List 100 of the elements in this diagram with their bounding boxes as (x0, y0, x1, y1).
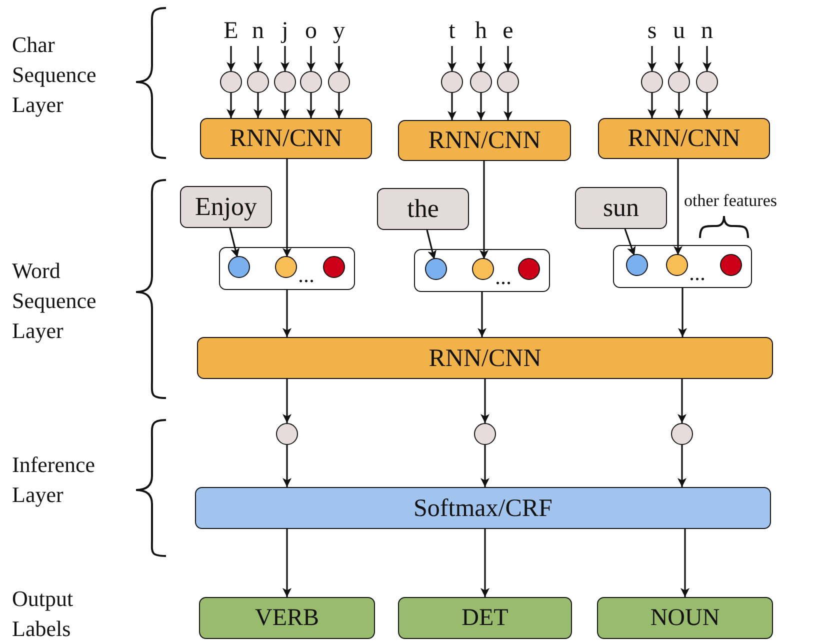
ellipsis: ... (689, 262, 706, 284)
output-label-box (398, 597, 572, 639)
word-label: Enjoy (194, 194, 258, 220)
arrow (426, 230, 437, 260)
feature-dot (518, 258, 540, 280)
arrow (476, 93, 486, 120)
rnn-cnn-box (200, 118, 372, 159)
embedding-circle (441, 71, 463, 93)
word-box (180, 186, 272, 228)
character-label: s (647, 19, 657, 43)
feature-dot (666, 254, 688, 276)
feature-vector-box (219, 247, 355, 290)
arrow (702, 93, 712, 118)
embedding-circle (641, 71, 663, 93)
character-label: n (701, 19, 713, 43)
character-label: o (305, 19, 317, 43)
arrow (504, 46, 512, 71)
arrow (226, 46, 236, 71)
arrow (282, 445, 292, 487)
rnn-cnn-box (197, 337, 773, 379)
arrow (334, 93, 344, 118)
arrow (280, 93, 290, 118)
box-label: RNN/CNN (230, 126, 342, 151)
character-label: n (252, 19, 264, 43)
character-label: t (448, 19, 456, 43)
arrow (504, 93, 512, 120)
softmax-crf-box (195, 487, 771, 529)
feature-vector-box (613, 245, 752, 288)
output-label: VERB (254, 606, 319, 630)
feature-dot (323, 256, 345, 278)
arrow (674, 159, 682, 255)
layer-label: Inference Layer (12, 451, 96, 509)
arrow (448, 93, 456, 120)
character-label: u (673, 19, 685, 43)
embedding-circle (274, 71, 296, 93)
arrow (282, 379, 292, 423)
box-label: RNN/CNN (428, 128, 541, 153)
arrow (280, 46, 290, 71)
arrow (648, 93, 656, 118)
arrow (334, 46, 344, 71)
arrow (674, 46, 684, 71)
output-label: NOUN (650, 606, 720, 630)
arrow (648, 46, 656, 71)
character-label: j (282, 19, 288, 43)
layer-label: Output Labels (12, 585, 74, 643)
arrow (226, 93, 236, 118)
arrow (254, 46, 262, 71)
box-label: RNN/CNN (428, 346, 542, 370)
arrow (678, 379, 686, 423)
arrow (702, 46, 712, 71)
word-label: sun (602, 195, 640, 221)
arrow (229, 228, 240, 258)
embedding-circle (696, 71, 718, 93)
character-label: y (333, 19, 345, 43)
arrow (254, 93, 262, 118)
word-box (377, 188, 469, 230)
feature-dot (228, 256, 250, 278)
hidden-state-circle (671, 423, 693, 445)
arrow (678, 445, 686, 487)
embedding-circle (247, 71, 269, 93)
arrow (678, 288, 687, 337)
character-label: e (502, 19, 514, 43)
arrow (476, 46, 486, 71)
feature-vector-box (414, 249, 550, 292)
arrow (624, 228, 636, 256)
arrow (480, 445, 490, 487)
arrow (480, 161, 488, 259)
ellipsis: ... (495, 266, 512, 288)
character-label: E (224, 19, 238, 43)
annotation-label: other features (684, 190, 778, 212)
arrow (282, 159, 292, 257)
embedding-circle (668, 71, 690, 93)
arrow (480, 379, 490, 423)
embedding-circle (300, 71, 322, 93)
arrow (306, 93, 316, 118)
output-label-box (597, 597, 773, 639)
box-label: Softmax/CRF (414, 496, 552, 520)
embedding-circle (470, 71, 492, 93)
feature-dot (720, 254, 742, 276)
hidden-state-circle (474, 423, 496, 445)
rnn-cnn-box (398, 120, 571, 161)
embedding-circle (497, 71, 519, 93)
arrow (478, 292, 486, 337)
layer-label: Char Sequence Layer (12, 31, 98, 119)
embedding-circle (328, 71, 350, 93)
box-label: RNN/CNN (628, 126, 740, 151)
hidden-state-circle (276, 423, 298, 445)
arrow (480, 529, 490, 597)
ellipsis: ... (298, 264, 314, 286)
arrow (680, 529, 690, 597)
word-box (575, 187, 667, 229)
arrow (306, 46, 316, 71)
output-label-box (199, 597, 375, 639)
arrow (282, 290, 292, 337)
rnn-cnn-box (598, 118, 770, 159)
arrow (674, 93, 684, 118)
output-label: DET (462, 606, 508, 630)
word-label: the (407, 196, 439, 222)
character-label: h (475, 19, 487, 43)
feature-dot (275, 256, 297, 278)
